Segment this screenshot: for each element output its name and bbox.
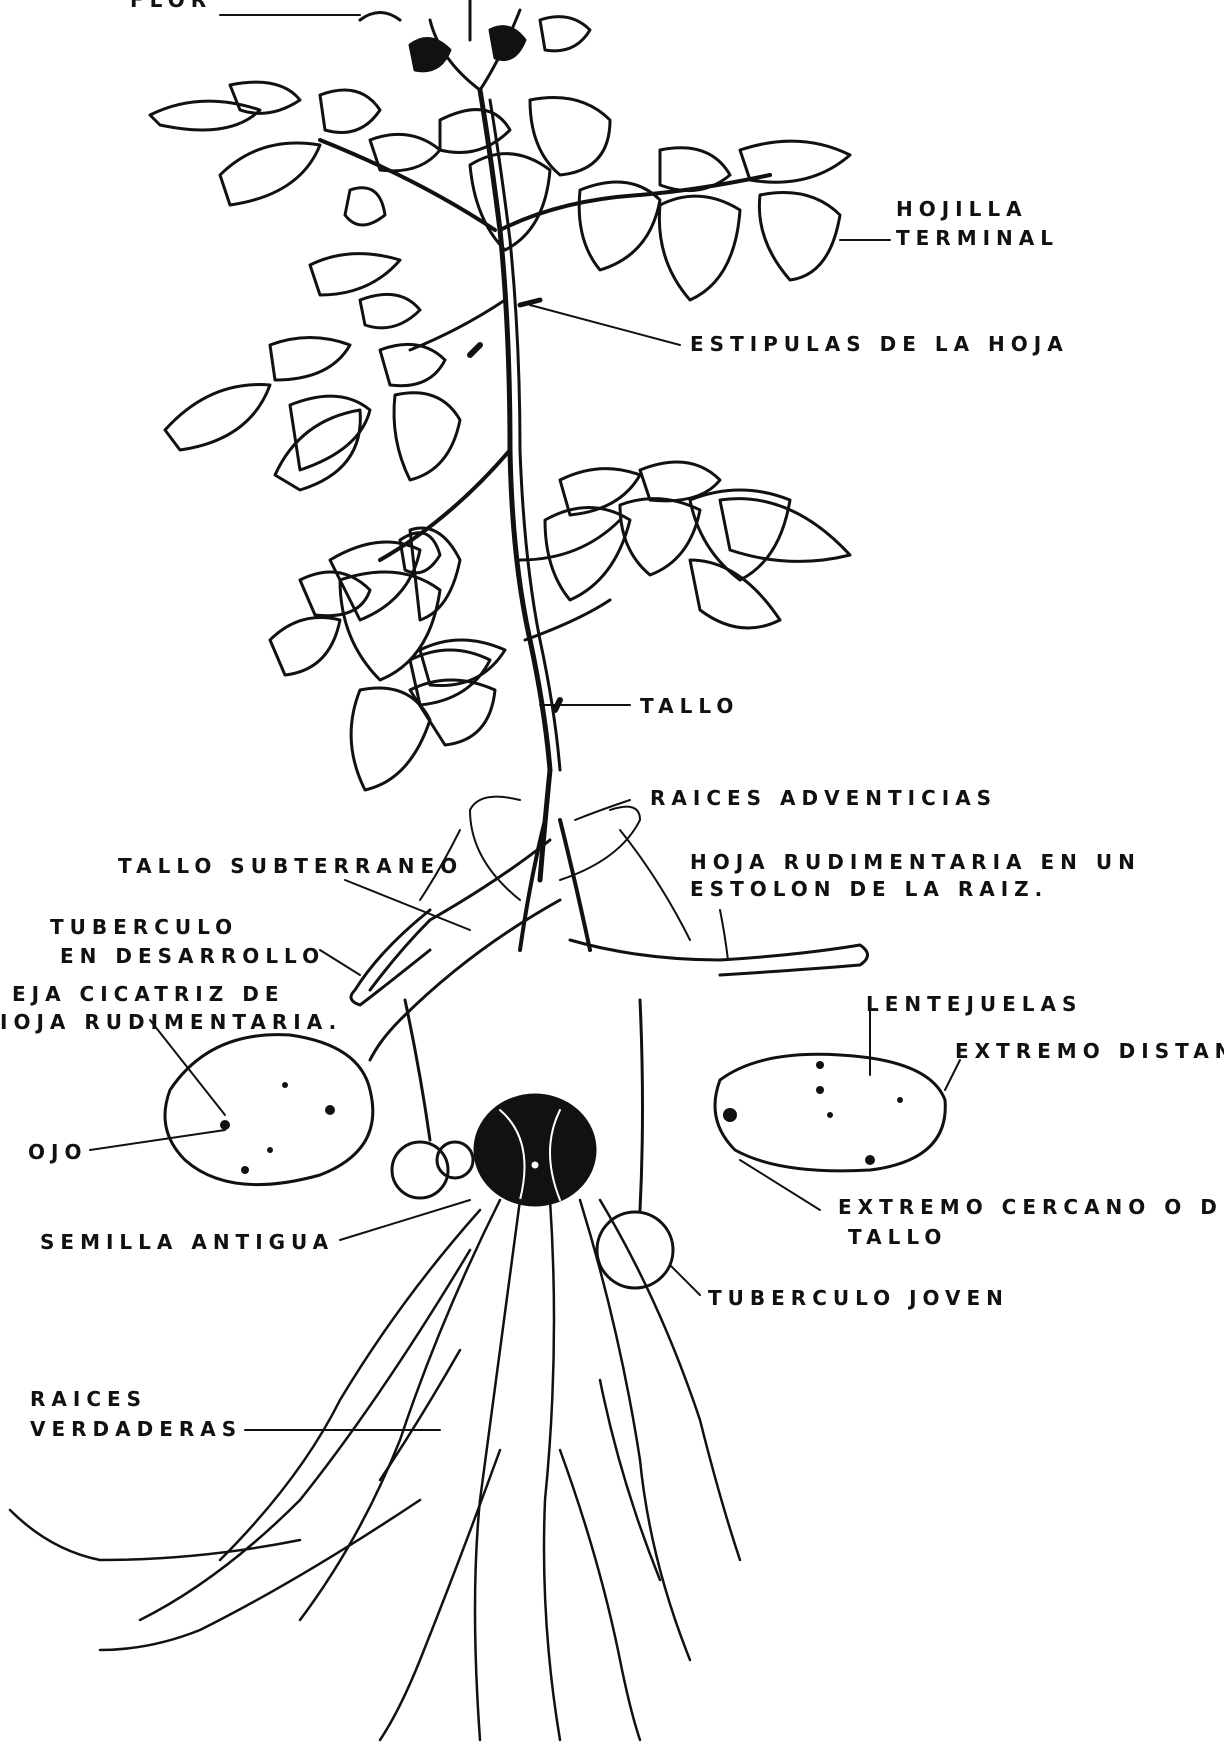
label-estipulas: ESTIPULAS DE LA HOJA [690, 330, 1069, 358]
label-hoja-rudimentaria-1: HOJA RUDIMENTARIA EN UN [690, 848, 1141, 876]
label-raices-adventicias: RAICES ADVENTICIAS [650, 784, 997, 812]
label-tallo-subterraneo: TALLO SUBTERRANEO [118, 852, 463, 880]
label-extremo-cercano-1: EXTREMO CERCANO O D [838, 1193, 1223, 1221]
label-lentejuelas: LENTEJUELAS [866, 990, 1082, 1018]
label-ceja-1: EJA CICATRIZ DE [12, 980, 284, 1008]
label-raices-verdaderas-1: RAICES [30, 1385, 147, 1413]
leaves [150, 82, 850, 790]
label-tuberculo-desarrollo-2: EN DESARROLLO [60, 942, 325, 970]
label-tuberculo-desarrollo-1: TUBERCULO [50, 913, 238, 941]
label-tallo: TALLO [640, 692, 739, 720]
label-extremo-distante: EXTREMO DISTANT [955, 1037, 1224, 1065]
label-ceja-2: IOJA RUDIMENTARIA. [0, 1008, 342, 1036]
label-extremo-cercano-2: TALLO [848, 1223, 947, 1251]
true-roots [10, 1200, 740, 1740]
main-stem [480, 90, 550, 880]
label-hojilla-terminal-2: TERMINAL [896, 224, 1059, 252]
underground-stem [351, 797, 868, 1060]
label-raices-verdaderas-2: VERDADERAS [30, 1415, 242, 1443]
label-tuberculo-joven: TUBERCULO JOVEN [708, 1284, 1009, 1312]
label-hoja-rudimentaria-2: ESTOLON DE LA RAIZ. [690, 875, 1048, 903]
old-seed [475, 1095, 595, 1205]
label-hojilla-terminal-1: HOJILLA [896, 195, 1028, 223]
flower-cluster [360, 0, 590, 90]
leader-lines [90, 15, 960, 1430]
label-ojo: OJO [28, 1138, 87, 1166]
label-semilla-antigua: SEMILLA ANTIGUA [40, 1228, 334, 1256]
label-flor: FLOR [130, 0, 212, 14]
